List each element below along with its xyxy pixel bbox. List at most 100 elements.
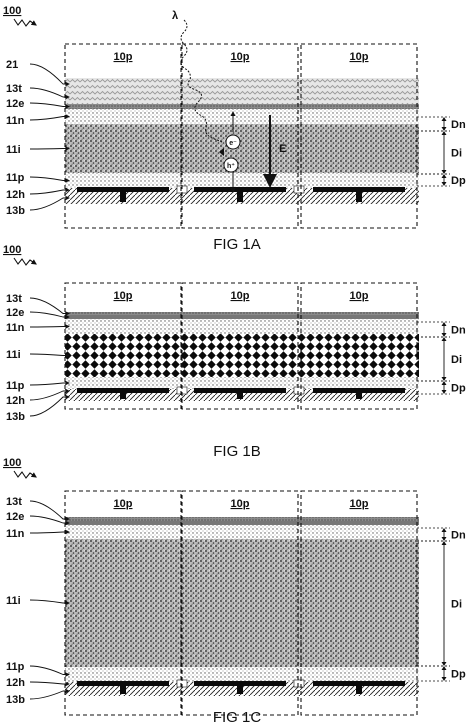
figure-caption: FIG 1A	[213, 236, 261, 253]
layer-label-11n: 11n	[6, 528, 25, 540]
layer-label-11p: 11p	[6, 661, 25, 673]
layer-13t	[65, 312, 419, 315]
bottom-contact-via	[356, 392, 362, 399]
pixel-label: 10p	[350, 498, 369, 510]
bottom-contact-pad	[194, 681, 286, 686]
dimension-arrow	[441, 666, 447, 670]
pixel-isolation-gap	[293, 185, 305, 194]
dimension-label: Dp	[451, 383, 466, 395]
layer-leader-line	[29, 681, 70, 687]
layer-label-12h: 12h	[6, 677, 25, 689]
layer-12e	[65, 104, 419, 109]
layer-leader-line	[29, 380, 70, 386]
dimension-arrow	[441, 337, 447, 341]
layer-11i	[65, 334, 419, 377]
electron-label: e⁻	[229, 140, 237, 147]
layer-leader-line	[29, 394, 70, 417]
layer-label-12h: 12h	[6, 189, 25, 201]
bottom-contact-pad	[194, 187, 286, 192]
layer-label-12e: 12e	[6, 511, 24, 523]
hole-label: h⁺	[227, 162, 235, 170]
figure-ref-number: 100	[3, 457, 21, 469]
dimension-arrow	[441, 537, 447, 541]
hole-circle	[223, 157, 239, 173]
generation-point-icon	[219, 148, 224, 156]
layer-label-12e: 12e	[6, 98, 24, 110]
layer-21	[65, 78, 419, 90]
layer-11p	[65, 667, 419, 682]
dimension-arrow	[441, 131, 447, 135]
figure-caption: FIG 1B	[213, 443, 261, 460]
layer-label-11n: 11n	[6, 322, 25, 334]
layer-label-13b: 13b	[6, 205, 25, 217]
layer-label-11p: 11p	[6, 380, 25, 392]
dimension-label: Dn	[451, 119, 466, 131]
layer-leader-line	[29, 102, 70, 109]
pixel-outline	[300, 43, 418, 229]
dimension-arrow	[441, 182, 447, 186]
ref-pointer-arrow	[13, 18, 37, 27]
bottom-contact-via	[356, 191, 362, 202]
dimension-arrow	[441, 662, 447, 666]
dimension-arrow	[441, 377, 447, 381]
pixel-outline	[181, 282, 299, 410]
layer-label-21: 21	[6, 59, 18, 71]
pixel-label: 10p	[231, 290, 250, 302]
layer-leader-line	[29, 176, 70, 183]
layer-leader-line	[29, 515, 70, 526]
layer-11n	[65, 525, 419, 539]
layer-label-13t: 13t	[6, 293, 22, 305]
layer-leader-line	[29, 529, 70, 535]
layer-leader-line	[29, 87, 70, 100]
bottom-contact-via	[120, 392, 126, 399]
bottom-contact-via	[237, 685, 243, 694]
dimension-arrow	[441, 322, 447, 326]
layer-13t	[65, 90, 419, 104]
dimension-label: Di	[451, 599, 462, 611]
dimension-arrow	[441, 170, 447, 174]
electron-circle	[225, 134, 241, 150]
bottom-contact-via	[237, 191, 243, 202]
pixel-isolation-gap	[293, 679, 305, 688]
layer-12e	[65, 315, 419, 319]
layer-leader-line	[29, 311, 70, 320]
layer-label-13b: 13b	[6, 411, 25, 423]
bottom-contact-via	[237, 392, 243, 399]
dimension-arrow	[441, 528, 447, 532]
dimension-arrow	[441, 117, 447, 121]
ref-pointer-arrow	[13, 470, 37, 479]
layer-leader-line	[29, 297, 70, 316]
pixel-label: 10p	[350, 290, 369, 302]
pixel-outline	[181, 43, 299, 229]
pixel-outline	[300, 282, 418, 410]
incident-light-wave	[180, 19, 223, 143]
dimension-label: Di	[451, 148, 462, 160]
dimension-arrow	[441, 381, 447, 385]
layer-leader-line	[29, 500, 70, 522]
layer-leader-line	[29, 146, 70, 151]
pixel-outline	[64, 43, 182, 229]
layer-label-12e: 12e	[6, 307, 24, 319]
dimension-arrow	[441, 127, 447, 131]
layer-11p	[65, 173, 419, 188]
ref-pointer-arrow	[13, 257, 37, 266]
dimension-label: Dn	[451, 530, 466, 542]
layer-11n	[65, 109, 419, 124]
layer-label-11i: 11i	[6, 144, 21, 156]
figure-ref-number: 100	[3, 244, 21, 256]
pixel-label: 10p	[350, 51, 369, 63]
layer-label-11i: 11i	[6, 349, 21, 361]
pixel-label: 10p	[231, 498, 250, 510]
pixel-outline	[300, 490, 418, 716]
dimension-arrow	[441, 333, 447, 337]
layer-leader-line	[29, 353, 70, 358]
figure-caption: FIG 1C	[213, 709, 262, 726]
layer-label-12h: 12h	[6, 395, 25, 407]
dimension-label: Dp	[451, 669, 466, 681]
layer-leader-line	[29, 187, 70, 195]
pixel-outline	[64, 282, 182, 410]
layer-leader-line	[29, 63, 70, 87]
bottom-contact-pad	[77, 681, 169, 686]
